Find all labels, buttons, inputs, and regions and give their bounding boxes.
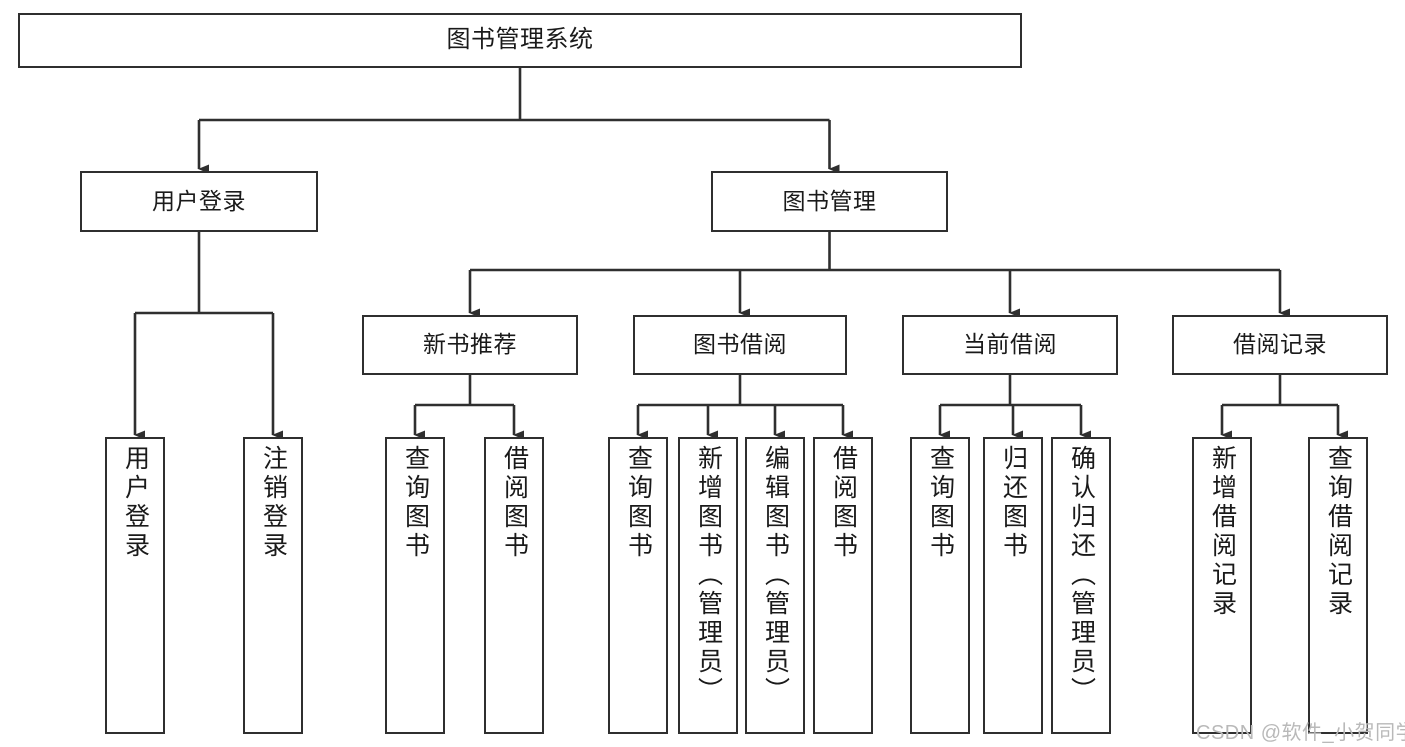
node-label-leaf-record-query: 查询借阅记录 <box>1324 445 1353 619</box>
node-leaf-current-confirm-return[interactable]: 确认归还（管理员） <box>1051 437 1111 734</box>
node-root[interactable]: 图书管理系统 <box>18 13 1022 68</box>
node-label-new-book-recommend: 新书推荐 <box>423 331 517 358</box>
node-label-leaf-current-return-book: 归还图书 <box>999 445 1028 561</box>
node-label-leaf-user-logout: 注销登录 <box>259 445 288 561</box>
node-leaf-rec-borrow-book[interactable]: 借阅图书 <box>484 437 544 734</box>
node-borrow-record[interactable]: 借阅记录 <box>1172 315 1388 375</box>
node-label-leaf-user-login: 用户登录 <box>121 445 150 561</box>
node-leaf-borrow-add-book[interactable]: 新增图书（管理员） <box>678 437 738 734</box>
node-label-leaf-borrow-add-book: 新增图书（管理员） <box>694 445 723 706</box>
csdn-watermark: CSDN @软件_小贺同学 <box>1196 722 1405 744</box>
node-leaf-record-query[interactable]: 查询借阅记录 <box>1308 437 1368 734</box>
node-label-borrow-record: 借阅记录 <box>1233 331 1327 358</box>
node-label-leaf-borrow-query-book: 查询图书 <box>624 445 653 561</box>
node-leaf-borrow-query-book[interactable]: 查询图书 <box>608 437 668 734</box>
node-leaf-user-login[interactable]: 用户登录 <box>105 437 165 734</box>
node-label-leaf-current-confirm-return: 确认归还（管理员） <box>1067 445 1096 706</box>
node-leaf-rec-query-book[interactable]: 查询图书 <box>385 437 445 734</box>
node-label-root: 图书管理系统 <box>446 26 594 54</box>
node-label-current-borrow: 当前借阅 <box>963 331 1057 358</box>
node-leaf-record-add[interactable]: 新增借阅记录 <box>1192 437 1252 734</box>
node-user-login[interactable]: 用户登录 <box>80 171 318 232</box>
node-book-manage[interactable]: 图书管理 <box>711 171 948 232</box>
node-leaf-current-return-book[interactable]: 归还图书 <box>983 437 1043 734</box>
node-label-leaf-rec-query-book: 查询图书 <box>401 445 430 561</box>
node-leaf-user-logout[interactable]: 注销登录 <box>243 437 303 734</box>
node-leaf-borrow-borrow-book[interactable]: 借阅图书 <box>813 437 873 734</box>
node-new-book-recommend[interactable]: 新书推荐 <box>362 315 578 375</box>
node-label-book-manage: 图书管理 <box>782 187 877 214</box>
node-label-leaf-borrow-edit-book: 编辑图书（管理员） <box>761 445 790 706</box>
node-label-user-login: 用户登录 <box>152 187 246 214</box>
node-label-leaf-borrow-borrow-book: 借阅图书 <box>829 445 858 561</box>
node-current-borrow[interactable]: 当前借阅 <box>902 315 1118 375</box>
node-book-borrow[interactable]: 图书借阅 <box>633 315 847 375</box>
node-label-leaf-record-add: 新增借阅记录 <box>1208 445 1237 619</box>
node-label-leaf-rec-borrow-book: 借阅图书 <box>500 445 529 561</box>
node-label-leaf-current-query-book: 查询图书 <box>926 445 955 561</box>
node-leaf-borrow-edit-book[interactable]: 编辑图书（管理员） <box>745 437 805 734</box>
node-label-book-borrow: 图书借阅 <box>693 331 787 358</box>
node-leaf-current-query-book[interactable]: 查询图书 <box>910 437 970 734</box>
